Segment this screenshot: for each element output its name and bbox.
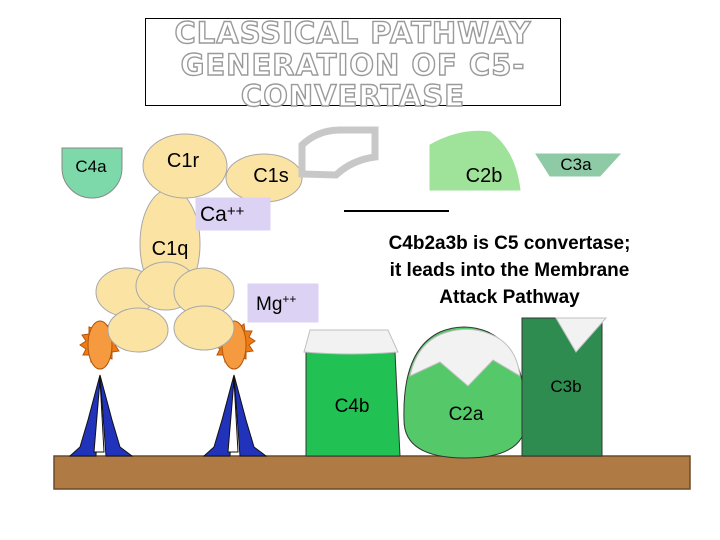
c1r-shape bbox=[142, 133, 228, 199]
title-line-3: CONVERTASE bbox=[240, 78, 466, 113]
c2a-label: C2a bbox=[449, 404, 484, 425]
ca-ion-label: Ca++ bbox=[200, 203, 245, 226]
c4a-shape bbox=[61, 147, 123, 199]
c4b-label: C4b bbox=[335, 396, 370, 417]
c3b-notch bbox=[555, 317, 608, 353]
c3a-shape bbox=[535, 153, 622, 177]
c1q-lobe-4 bbox=[107, 307, 169, 353]
title-line-1: CLASSICAL PATHWAY bbox=[174, 15, 532, 50]
title-line-2: GENERATION OF C5- bbox=[180, 47, 526, 82]
c4b-cap bbox=[303, 329, 399, 355]
c2b-label: C2b bbox=[466, 165, 503, 187]
c1q-label: C1q bbox=[152, 238, 189, 260]
note-line-1: C4b2a3b is C5 convertase; bbox=[388, 233, 631, 254]
mg-ion-box bbox=[247, 283, 319, 323]
note-line-2: it leads into the Membrane bbox=[389, 260, 630, 281]
c3b-label: C3b bbox=[550, 377, 581, 396]
convertase-note: C4b2a3b is C5 convertase; it leads into … bbox=[332, 230, 687, 311]
c3a-label: C3a bbox=[560, 155, 592, 174]
c1q-lobe-5 bbox=[173, 305, 235, 351]
membrane-bar bbox=[53, 455, 691, 490]
mg-ion-label: Mg++ bbox=[256, 292, 296, 315]
c2a-notch bbox=[409, 328, 521, 387]
cleaved-fragment-outline bbox=[298, 126, 379, 179]
c4a-label: C4a bbox=[75, 157, 107, 176]
c1s-label: C1s bbox=[253, 165, 289, 187]
c2b-shape bbox=[429, 130, 521, 191]
c3b-shape bbox=[521, 317, 603, 457]
ca-ion-box bbox=[195, 197, 271, 231]
note-line-3: Attack Pathway bbox=[439, 287, 580, 308]
c1r-label: C1r bbox=[167, 150, 200, 172]
c1-complex bbox=[95, 133, 303, 353]
title-box bbox=[145, 18, 561, 106]
